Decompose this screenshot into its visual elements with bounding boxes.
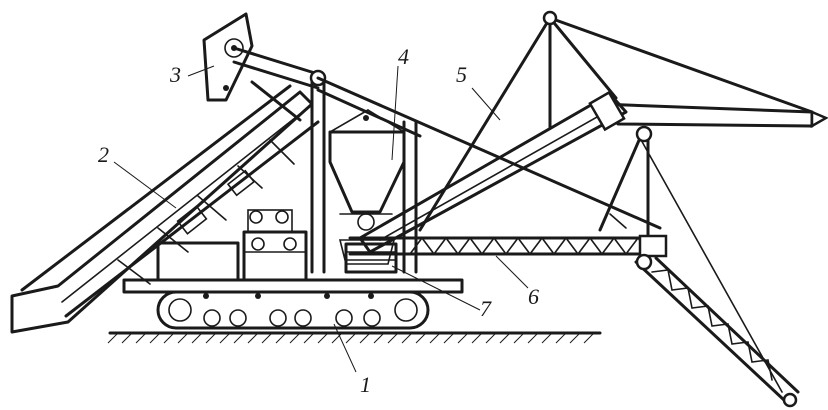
leader-lines bbox=[113, 65, 529, 373]
platform bbox=[122, 209, 464, 294]
label-7: 7 bbox=[480, 296, 492, 321]
ground bbox=[107, 331, 602, 344]
label-4: 4 bbox=[398, 44, 409, 69]
feeder bbox=[344, 242, 398, 274]
truss-conveyor bbox=[348, 234, 668, 258]
crawler-track bbox=[156, 290, 430, 330]
label-1: 1 bbox=[360, 372, 371, 397]
lifting-boom bbox=[358, 10, 828, 393]
label-6: 6 bbox=[528, 284, 539, 309]
boom-head bbox=[202, 12, 320, 122]
label-5: 5 bbox=[456, 62, 467, 87]
label-2: 2 bbox=[98, 142, 109, 167]
hopper bbox=[328, 109, 406, 265]
excavating-ladder bbox=[634, 253, 800, 408]
part-labels: 1 2 3 4 5 6 7 bbox=[98, 44, 539, 397]
label-3: 3 bbox=[169, 62, 181, 87]
